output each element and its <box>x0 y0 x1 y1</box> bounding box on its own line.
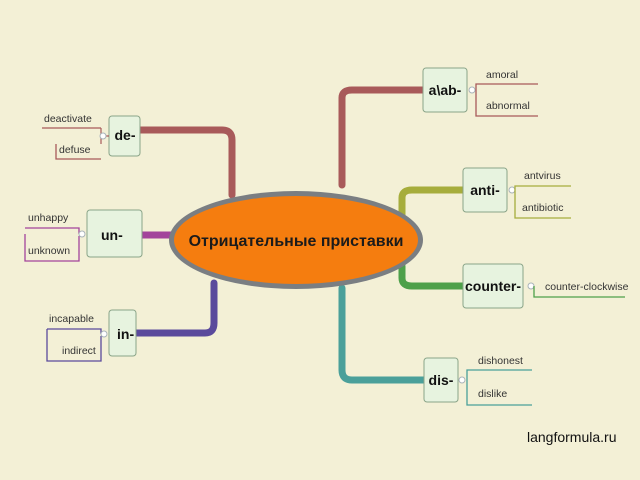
word-un-2: unknown <box>28 245 70 257</box>
branch-in: in- incapable indirect <box>46 309 137 362</box>
word-de-2: defuse <box>59 144 91 156</box>
prefix-node-dis <box>423 357 459 403</box>
site-watermark: langformula.ru <box>527 429 617 445</box>
collapse-knob <box>78 230 86 238</box>
word-in-1: incapable <box>49 313 94 325</box>
prefix-label-un: un- <box>101 227 123 243</box>
word-anti-1: antvirus <box>524 170 561 182</box>
word-underline <box>533 286 625 298</box>
word-dis-2: dislike <box>478 388 507 400</box>
word-underline <box>466 369 532 380</box>
word-a-ab-1: amoral <box>486 69 518 81</box>
connector-de <box>136 126 236 199</box>
central-topic-label: Отрицательные приставки <box>189 233 404 250</box>
word-a-ab-2: abnormal <box>486 100 530 112</box>
collapse-knob <box>468 86 476 94</box>
prefix-label-anti: anti- <box>470 182 500 198</box>
word-underline <box>47 328 102 334</box>
prefix-node-in <box>108 309 137 357</box>
word-underline <box>475 90 538 117</box>
word-underline <box>25 227 80 234</box>
connector-a-ab <box>338 86 432 189</box>
prefix-label-dis: dis- <box>429 372 454 388</box>
branch-anti: anti- antvirus antibiotic <box>462 167 571 219</box>
central-topic-shape <box>174 196 418 284</box>
word-underline <box>475 83 538 90</box>
branch-de: de- deactivate defuse <box>42 113 141 160</box>
word-un-1: unhappy <box>28 212 69 224</box>
prefix-label-de: de- <box>115 127 136 143</box>
prefix-label-in: in- <box>117 326 134 342</box>
connector-counter <box>398 262 467 290</box>
word-underline <box>466 380 532 406</box>
prefix-label-counter: counter- <box>465 278 521 294</box>
connector-dis <box>338 284 428 384</box>
collapse-knob <box>527 282 535 290</box>
prefix-node-a-ab <box>422 67 468 113</box>
central-topic: Отрицательные приставки <box>169 191 423 289</box>
word-underline <box>24 234 80 262</box>
word-counter-1: counter-clockwise <box>545 281 629 293</box>
connector-anti <box>398 186 472 219</box>
word-anti-2: antibiotic <box>522 202 563 214</box>
prefix-label-a-ab: a\ab- <box>429 82 462 98</box>
prefix-node-un <box>86 209 143 258</box>
word-underline <box>55 144 101 160</box>
connector-in <box>132 279 218 337</box>
word-de-1: deactivate <box>44 113 92 125</box>
word-underline <box>46 329 102 362</box>
collapse-knob <box>99 132 107 140</box>
prefix-node-anti <box>462 167 508 213</box>
collapse-knob <box>508 186 516 194</box>
word-in-2: indirect <box>62 345 96 357</box>
word-dis-1: dishonest <box>478 355 523 367</box>
branch-dis: dis- dishonest dislike <box>423 355 532 406</box>
branch-counter: counter- counter-clockwise <box>462 263 629 309</box>
word-underline <box>514 190 571 219</box>
branch-a-ab: a\ab- amoral abnormal <box>422 67 538 117</box>
word-underline <box>514 185 571 190</box>
collapse-knob <box>100 330 108 338</box>
collapse-knob <box>458 376 466 384</box>
branch-un: un- unhappy unknown <box>24 209 143 262</box>
prefix-node-counter <box>462 263 524 309</box>
